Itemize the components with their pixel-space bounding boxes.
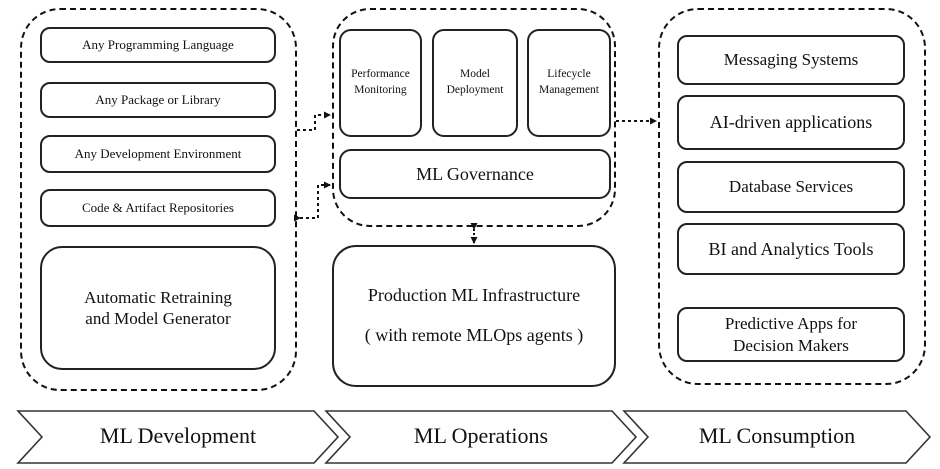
predictive-line1: Predictive Apps for bbox=[724, 314, 858, 334]
predictive-line2: Decision Makers bbox=[733, 335, 849, 355]
deployment-line1: Model bbox=[459, 68, 490, 81]
ml-consumption-chevron bbox=[622, 410, 932, 464]
database-services-label: Database Services bbox=[728, 177, 854, 197]
bi-tools-label: BI and Analytics Tools bbox=[708, 238, 874, 259]
development-environment-box: Any Development Environment bbox=[40, 135, 276, 173]
ml-operations-phase-label: ML Operations bbox=[413, 423, 549, 448]
ai-applications-label: AI-driven applications bbox=[709, 112, 873, 133]
package-library-box: Any Package or Library bbox=[40, 82, 276, 118]
lifecycle-line1: Lifecycle bbox=[547, 68, 591, 81]
ml-governance-box: ML Governance bbox=[339, 149, 611, 199]
bi-tools-box: BI and Analytics Tools bbox=[677, 223, 905, 275]
ml-development-phase-label: ML Development bbox=[99, 423, 257, 448]
ml-development-chevron bbox=[16, 410, 340, 464]
performance-monitoring-box: Performance Monitoring bbox=[339, 29, 422, 137]
lifecycle-management-box: Lifecycle Management bbox=[527, 29, 611, 137]
predictive-apps-box: Predictive Apps for Decision Makers bbox=[677, 307, 905, 362]
deployment-line2: Deployment bbox=[446, 84, 504, 96]
dev-governance-arrow bbox=[294, 181, 331, 222]
ml-operations-chevron bbox=[324, 410, 638, 464]
retraining-line2: and Model Generator bbox=[85, 309, 231, 328]
messaging-systems-box: Messaging Systems bbox=[677, 35, 905, 85]
programming-language-label: Any Programming Language bbox=[82, 36, 234, 52]
ai-applications-box: AI-driven applications bbox=[677, 95, 905, 150]
ml-consumption-phase-label: ML Consumption bbox=[698, 423, 856, 448]
package-library-label: Any Package or Library bbox=[95, 91, 221, 107]
development-environment-label: Any Development Environment bbox=[74, 145, 242, 161]
messaging-systems-label: Messaging Systems bbox=[723, 50, 859, 70]
performance-line2: Monitoring bbox=[354, 84, 407, 96]
infrastructure-line2: ( with remote MLOps agents ) bbox=[364, 325, 584, 345]
lifecycle-line2: Management bbox=[538, 84, 600, 96]
ml-governance-label: ML Governance bbox=[416, 163, 534, 184]
code-repositories-label: Code & Artifact Repositories bbox=[81, 199, 234, 215]
retraining-box: Automatic Retraining and Model Generator bbox=[40, 246, 276, 370]
ml-consumption-group bbox=[658, 8, 926, 385]
dev-to-ops-arrow bbox=[297, 111, 331, 131]
retraining-line1: Automatic Retraining bbox=[84, 287, 232, 307]
programming-language-box: Any Programming Language bbox=[40, 27, 276, 63]
production-infrastructure-box: Production ML Infrastructure ( with remo… bbox=[332, 245, 616, 387]
performance-line1: Performance bbox=[351, 68, 410, 81]
infrastructure-line1: Production ML Infrastructure bbox=[367, 285, 581, 306]
model-deployment-box: Model Deployment bbox=[432, 29, 518, 137]
code-repositories-box: Code & Artifact Repositories bbox=[40, 189, 276, 227]
database-services-box: Database Services bbox=[677, 161, 905, 213]
